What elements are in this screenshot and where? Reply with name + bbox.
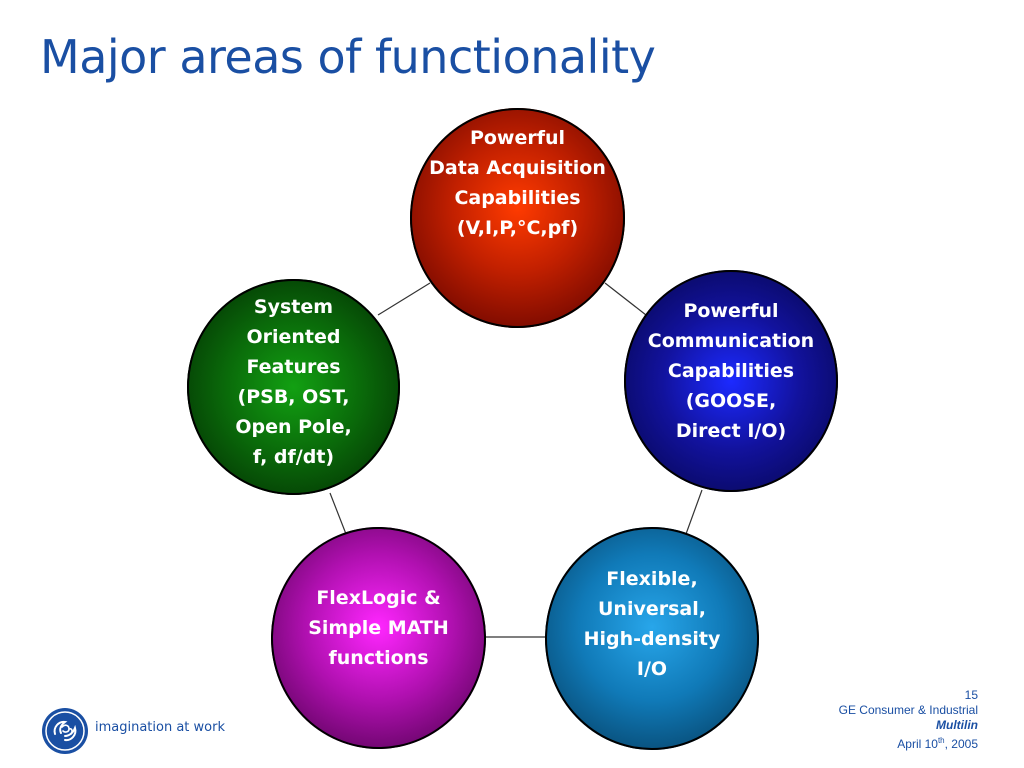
node-data-acquisition: Powerful Data Acquisition Capabilities (…	[410, 108, 625, 328]
connector-top-left	[377, 282, 431, 316]
node-io: Flexible, Universal, High-density I/O	[545, 527, 759, 750]
node-communication: Powerful Communication Capabilities (GOO…	[624, 270, 838, 492]
connector-left-bottom	[329, 492, 347, 535]
connector-top-right	[604, 282, 647, 316]
node-communication-label: Powerful Communication Capabilities (GOO…	[647, 300, 815, 442]
node-system: System Oriented Features (PSB, OST, Open…	[187, 279, 400, 495]
tagline: imagination at work	[95, 720, 225, 735]
brand-name: Multilin	[936, 718, 978, 732]
date-prefix: April 10	[897, 737, 938, 751]
node-flexlogic-label: FlexLogic & Simple MATH functions	[308, 587, 449, 669]
date-suffix: , 2005	[944, 737, 978, 751]
page-number: 15	[964, 688, 978, 702]
node-io-label: Flexible, Universal, High-density I/O	[583, 567, 721, 680]
connector-right-bottom	[685, 489, 703, 535]
slide-title: Major areas of functionality	[40, 30, 656, 84]
slide-date: April 10th, 2005	[839, 733, 978, 752]
slide-footer: 15 GE Consumer & Industrial Multilin Apr…	[839, 688, 978, 752]
node-system-label: System Oriented Features (PSB, OST, Open…	[235, 296, 352, 468]
date-sup: th	[937, 736, 945, 745]
node-data-acquisition-label: Powerful Data Acquisition Capabilities (…	[429, 127, 606, 239]
node-flexlogic: FlexLogic & Simple MATH functions	[271, 527, 486, 749]
ge-logo-icon	[42, 708, 88, 754]
company-name: GE Consumer & Industrial	[838, 703, 978, 717]
